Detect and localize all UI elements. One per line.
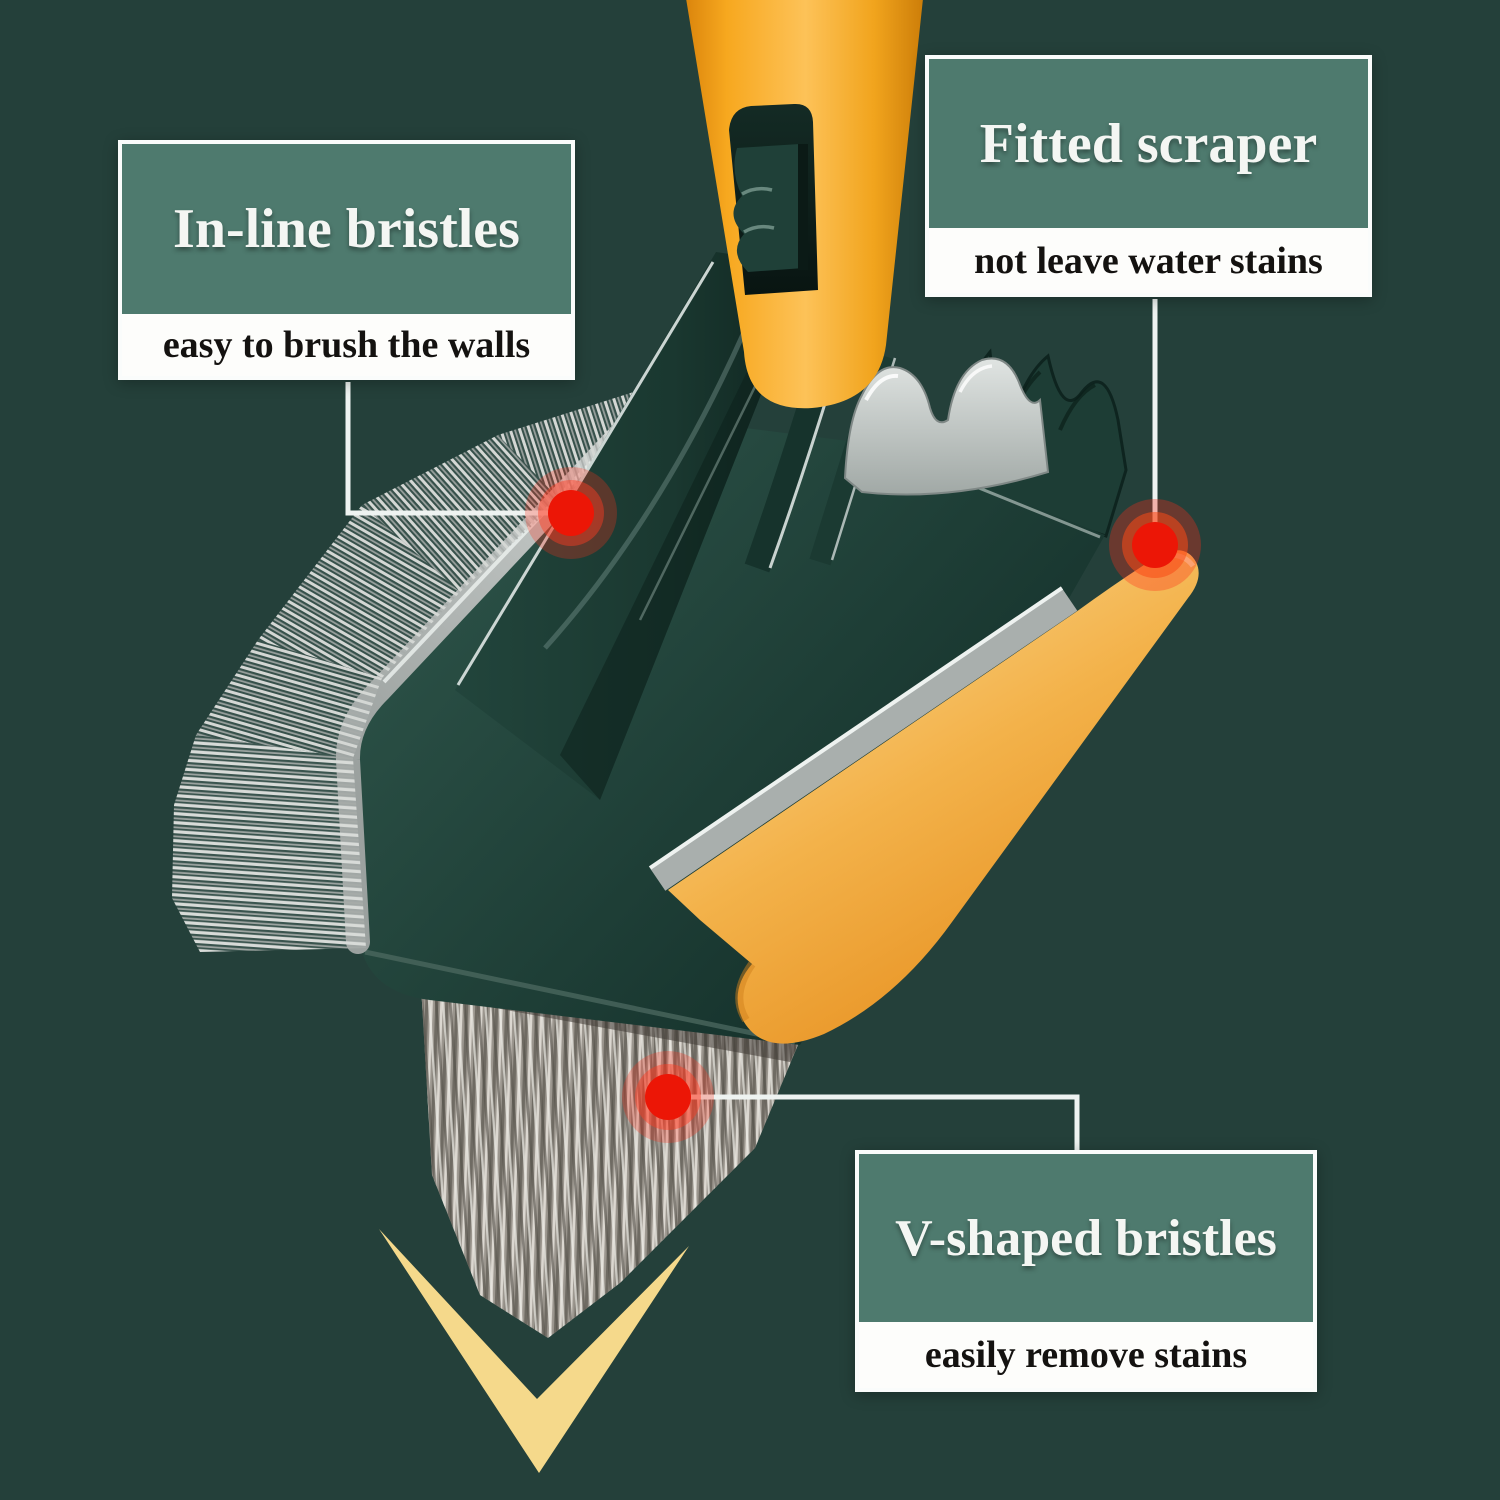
handle bbox=[686, 0, 923, 409]
v-shaped-bristles bbox=[420, 968, 800, 1338]
callout-v-shaped-bristles: V-shaped bristles easily remove stains bbox=[855, 1150, 1317, 1392]
holder-wave bbox=[843, 357, 1050, 496]
callout-title: V-shaped bristles bbox=[859, 1154, 1313, 1322]
callout-subtitle: easy to brush the walls bbox=[122, 314, 571, 376]
pointer-dot-inline bbox=[525, 467, 617, 559]
v-direction-arrow-icon bbox=[379, 1229, 689, 1473]
callout-title: Fitted scraper bbox=[929, 59, 1368, 228]
pointer-line-inline bbox=[345, 382, 556, 516]
callout-title: In-line bristles bbox=[122, 144, 571, 314]
pointer-line-vshape bbox=[684, 1094, 1080, 1152]
clip-lock bbox=[733, 144, 808, 272]
neck-arm bbox=[455, 252, 812, 800]
callout-subtitle: easily remove stains bbox=[859, 1322, 1313, 1388]
callout-in-line-bristles: In-line bristles easy to brush the walls bbox=[118, 140, 575, 380]
pointer-dot-scraper bbox=[1109, 499, 1201, 591]
callout-subtitle: not leave water stains bbox=[929, 228, 1368, 293]
pointer-lines bbox=[345, 299, 1158, 1152]
pointer-dot-vshape bbox=[622, 1051, 714, 1143]
callout-fitted-scraper: Fitted scraper not leave water stains bbox=[925, 55, 1372, 297]
squeegee-strip bbox=[648, 586, 1078, 891]
